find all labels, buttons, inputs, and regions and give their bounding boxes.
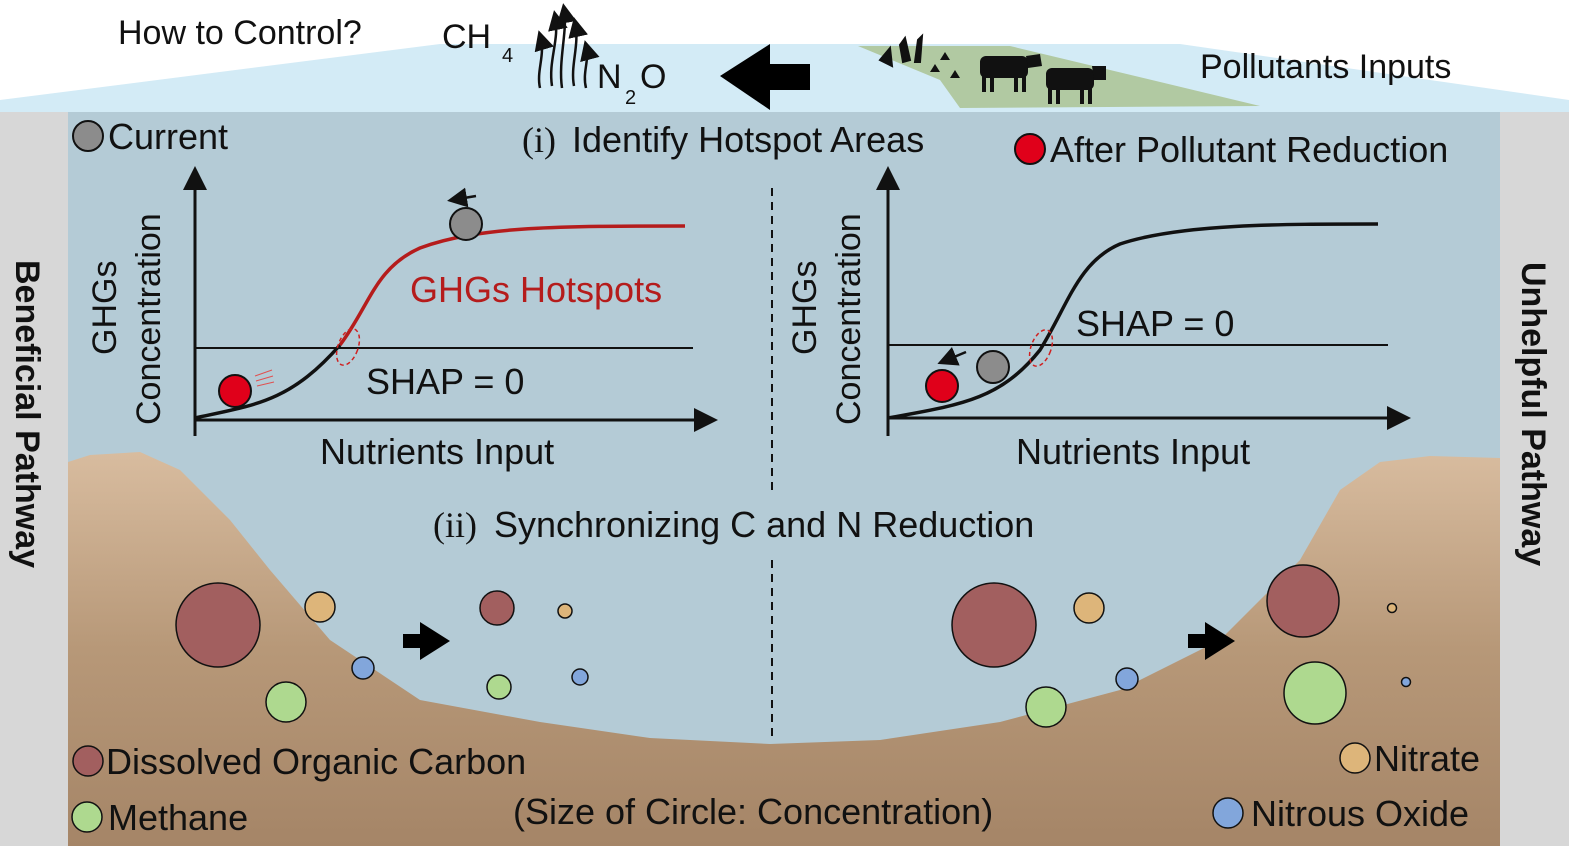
svg-text:2: 2 bbox=[625, 87, 636, 109]
livestock-icon bbox=[878, 33, 1106, 104]
svg-text:4: 4 bbox=[502, 45, 513, 67]
doc-circle bbox=[175, 582, 261, 668]
unhelpful-after-circles bbox=[1266, 564, 1412, 725]
right-chart: GHGs Concentration Nutrients Input SHAP … bbox=[786, 166, 1411, 472]
beneficial-pathway-label: Beneficial Pathway bbox=[8, 260, 46, 568]
y-axis-label-1: GHGs bbox=[786, 261, 824, 355]
methane-legend-label: Methane bbox=[108, 797, 248, 838]
right-arrow-icon bbox=[403, 622, 450, 660]
x-axis-label: Nutrients Input bbox=[320, 431, 554, 472]
methane-circle bbox=[1283, 661, 1347, 725]
threshold-marker bbox=[1028, 329, 1054, 367]
svg-text:N: N bbox=[597, 58, 622, 96]
methane-circle bbox=[265, 681, 307, 723]
n2o-legend-marker bbox=[1212, 797, 1244, 829]
ch4-label: CH 4 bbox=[442, 18, 513, 67]
how-to-control-label: How to Control? bbox=[118, 14, 362, 52]
svg-text:CH: CH bbox=[442, 18, 491, 56]
response-curve bbox=[887, 222, 1379, 420]
nitrate-legend-marker bbox=[1339, 742, 1371, 774]
hotspot-label: GHGs Hotspots bbox=[410, 269, 662, 310]
y-axis-label-2: Concentration bbox=[830, 213, 868, 425]
y-axis-label-1: GHGs bbox=[86, 261, 124, 355]
step2-title: Synchronizing C and N Reduction bbox=[494, 504, 1034, 545]
move-arrow-icon bbox=[937, 347, 967, 366]
emission-arrows-icon bbox=[534, 3, 600, 89]
unhelpful-pathway-label: Unhelpful Pathway bbox=[1514, 262, 1552, 566]
n2o-label: N 2 O bbox=[597, 58, 666, 109]
shap-label: SHAP = 0 bbox=[1076, 303, 1234, 344]
step2-number: (ii) bbox=[433, 505, 477, 545]
left-chart: GHGs Concentration Nutrients Input GHGs … bbox=[86, 166, 718, 472]
methane-circle bbox=[486, 674, 512, 700]
nitrate-circle bbox=[1073, 592, 1105, 624]
n2o-circle bbox=[571, 668, 589, 686]
beneficial-after-circles bbox=[479, 590, 589, 700]
right-arrow-icon bbox=[1188, 622, 1235, 660]
svg-text:O: O bbox=[640, 58, 666, 96]
current-point bbox=[976, 350, 1010, 384]
right-side-bar bbox=[1500, 112, 1569, 846]
nitrate-circle bbox=[557, 603, 573, 619]
methane-legend-marker bbox=[71, 801, 103, 833]
response-curve-hotspot bbox=[338, 224, 686, 347]
current-legend-marker bbox=[72, 120, 104, 152]
sediment bbox=[68, 452, 1500, 846]
nitrate-circle bbox=[1386, 602, 1398, 614]
current-legend-label: Current bbox=[108, 116, 228, 157]
y-axis-label-2: Concentration bbox=[130, 213, 168, 425]
left-arrow-icon bbox=[720, 44, 810, 110]
x-axis-label: Nutrients Input bbox=[1016, 431, 1250, 472]
current-point bbox=[449, 207, 483, 241]
nitrate-legend-label: Nitrate bbox=[1374, 738, 1480, 779]
n2o-circle bbox=[1400, 676, 1412, 688]
n2o-circle bbox=[1115, 667, 1139, 691]
doc-legend-marker bbox=[72, 745, 104, 777]
shap-label: SHAP = 0 bbox=[366, 361, 524, 402]
motion-lines-icon bbox=[254, 369, 275, 387]
after-reduction-legend-marker bbox=[1014, 133, 1046, 165]
n2o-legend-label: Nitrous Oxide bbox=[1251, 793, 1469, 834]
after-point bbox=[218, 374, 252, 408]
response-curve-low bbox=[194, 343, 342, 420]
left-side-bar bbox=[0, 112, 68, 846]
doc-circle bbox=[479, 590, 515, 626]
step1-number: (i) bbox=[522, 120, 556, 160]
methane-circle bbox=[1025, 686, 1067, 728]
after-reduction-legend-label: After Pollutant Reduction bbox=[1050, 129, 1448, 170]
doc-legend-label: Dissolved Organic Carbon bbox=[106, 741, 526, 782]
circle-size-note: (Size of Circle: Concentration) bbox=[513, 791, 993, 832]
after-point bbox=[925, 369, 959, 403]
nitrate-circle bbox=[304, 591, 336, 623]
doc-circle bbox=[951, 582, 1037, 668]
move-arrow-icon bbox=[447, 187, 477, 208]
step1-title: Identify Hotspot Areas bbox=[572, 119, 924, 160]
n2o-circle bbox=[351, 656, 375, 680]
doc-circle bbox=[1266, 564, 1340, 638]
unhelpful-before-circles bbox=[951, 582, 1139, 728]
pollutants-inputs-label: Pollutants Inputs bbox=[1200, 48, 1451, 86]
beneficial-before-circles bbox=[175, 582, 375, 723]
threshold-marker bbox=[335, 328, 361, 366]
